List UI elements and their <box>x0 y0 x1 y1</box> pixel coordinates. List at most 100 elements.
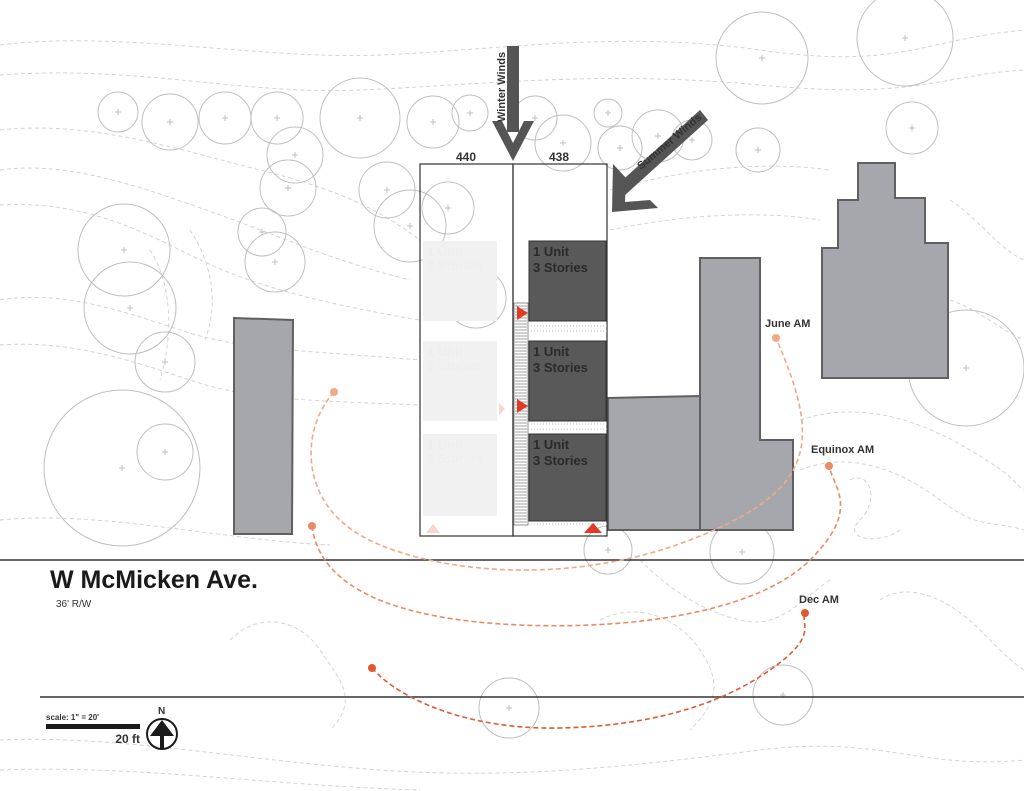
unit-separators <box>528 325 607 525</box>
tree-canopy <box>478 677 540 739</box>
north-arrow-icon <box>146 718 178 750</box>
tree-center-mark <box>274 115 280 121</box>
entry-marker-icon <box>517 399 528 413</box>
june-am-label: June AM <box>765 318 810 330</box>
ghost-units-440 <box>423 241 497 516</box>
tree-canopy <box>136 423 194 481</box>
tree-canopy <box>141 93 199 151</box>
tree-canopy <box>593 98 623 128</box>
tree-center-mark <box>162 449 168 455</box>
tree-center-mark <box>689 137 695 143</box>
unit-1-line2: 3 Stories <box>533 260 588 275</box>
scale-bar <box>46 724 140 729</box>
scale-ratio: scale: 1" = 20' <box>46 713 99 722</box>
tree-canopy <box>752 664 814 726</box>
tree-canopy <box>885 101 939 155</box>
tree-canopy <box>735 127 781 173</box>
tree-center-mark <box>617 145 623 151</box>
tree-canopy <box>451 94 489 132</box>
sun-paths <box>310 337 842 729</box>
tree-center-mark <box>655 133 661 139</box>
lot-outlines <box>419 163 608 537</box>
sun-path-endpoints <box>308 334 833 672</box>
dec-am-label: Dec AM <box>799 594 839 606</box>
equinox-am-label: Equinox AM <box>811 444 874 456</box>
winter-wind-arrow-icon <box>492 46 534 161</box>
lot-number-440: 440 <box>456 150 476 164</box>
tree-center-mark <box>445 205 451 211</box>
entry-markers <box>426 306 602 533</box>
right-of-way-label: 36' R/W <box>56 599 92 610</box>
tree-canopy <box>406 95 460 149</box>
tree-canopy <box>244 231 306 293</box>
unit-labels: 1 Unit 3 Stories 1 Unit 3 Stories 1 Unit… <box>533 244 588 468</box>
tree-canopy <box>237 207 287 257</box>
unit-2 <box>528 340 607 422</box>
unit-1 <box>528 240 607 322</box>
tree-canopy <box>43 389 201 547</box>
tree-center-mark <box>162 359 168 365</box>
equinox-sun-path <box>311 465 842 627</box>
ghost-unit-labels: 1 Unit 3 Stories 1 Unit 3 Stories 1 Unit… <box>427 244 482 466</box>
tree-center-mark <box>759 55 765 61</box>
trees <box>43 0 1024 739</box>
tree-center-mark <box>430 119 436 125</box>
tree-center-mark <box>532 115 538 121</box>
ghost-unit-3-line2: 3 Stories <box>427 451 482 466</box>
lot-438 <box>512 163 608 537</box>
building-west <box>233 316 295 535</box>
tree-center-mark <box>755 147 761 153</box>
tree-canopy <box>259 159 317 217</box>
tree-canopy <box>597 125 643 171</box>
unit-2-line2: 3 Stories <box>533 360 588 375</box>
unit-1-line1: 1 Unit <box>533 244 570 259</box>
ghost-entry-marker-icon <box>426 524 440 533</box>
tree-center-mark <box>167 119 173 125</box>
tree-canopy <box>856 0 954 87</box>
summer-winds-label: Summer Winds <box>635 112 704 173</box>
tree-center-mark <box>292 152 298 158</box>
ghost-unit-2-line2: 3 Stories <box>427 358 482 373</box>
tree-center-mark <box>121 247 127 253</box>
tree-canopy <box>77 203 171 297</box>
tree-center-mark <box>902 35 908 41</box>
tree-center-mark <box>259 229 265 235</box>
tree-canopy <box>250 91 304 145</box>
scale-distance: 20 ft <box>115 732 140 746</box>
tree-canopy <box>319 77 401 159</box>
street-name: W McMicken Ave. <box>50 566 258 594</box>
unit-2-line1: 1 Unit <box>533 344 570 359</box>
unit-3-line2: 3 Stories <box>533 453 588 468</box>
tree-center-mark <box>963 365 969 371</box>
tree-center-mark <box>560 140 566 146</box>
walkway-hatch <box>515 305 527 523</box>
unit-3 <box>528 433 607 522</box>
tree-canopy <box>266 126 324 184</box>
lot-number-438: 438 <box>549 150 569 164</box>
tree-center-mark <box>407 223 413 229</box>
tree-canopy <box>715 11 809 105</box>
tree-center-mark <box>115 109 121 115</box>
ghost-entry-marker-icon <box>499 403 505 415</box>
tree-center-mark <box>506 705 512 711</box>
tree-center-mark <box>605 547 611 553</box>
tree-canopy <box>373 189 447 263</box>
ghost-unit-1-line2: 3 Stories <box>427 258 482 273</box>
tree-canopy <box>83 261 177 355</box>
tree-canopy <box>97 91 139 133</box>
tree-center-mark <box>909 125 915 131</box>
ghost-unit-2-line1: 1 Unit <box>427 344 464 359</box>
building-east-tall <box>699 257 794 531</box>
entry-marker-icon <box>517 306 528 320</box>
tree-center-mark <box>272 259 278 265</box>
proposed-units <box>528 240 607 522</box>
tree-center-mark <box>739 549 745 555</box>
summer-wind-arrow-icon <box>612 110 708 212</box>
tree-canopy <box>534 114 592 172</box>
entry-marker-icon <box>584 523 602 533</box>
unit-3-line1: 1 Unit <box>533 437 570 452</box>
tree-center-mark <box>384 187 390 193</box>
ghost-unit-1 <box>423 241 497 321</box>
